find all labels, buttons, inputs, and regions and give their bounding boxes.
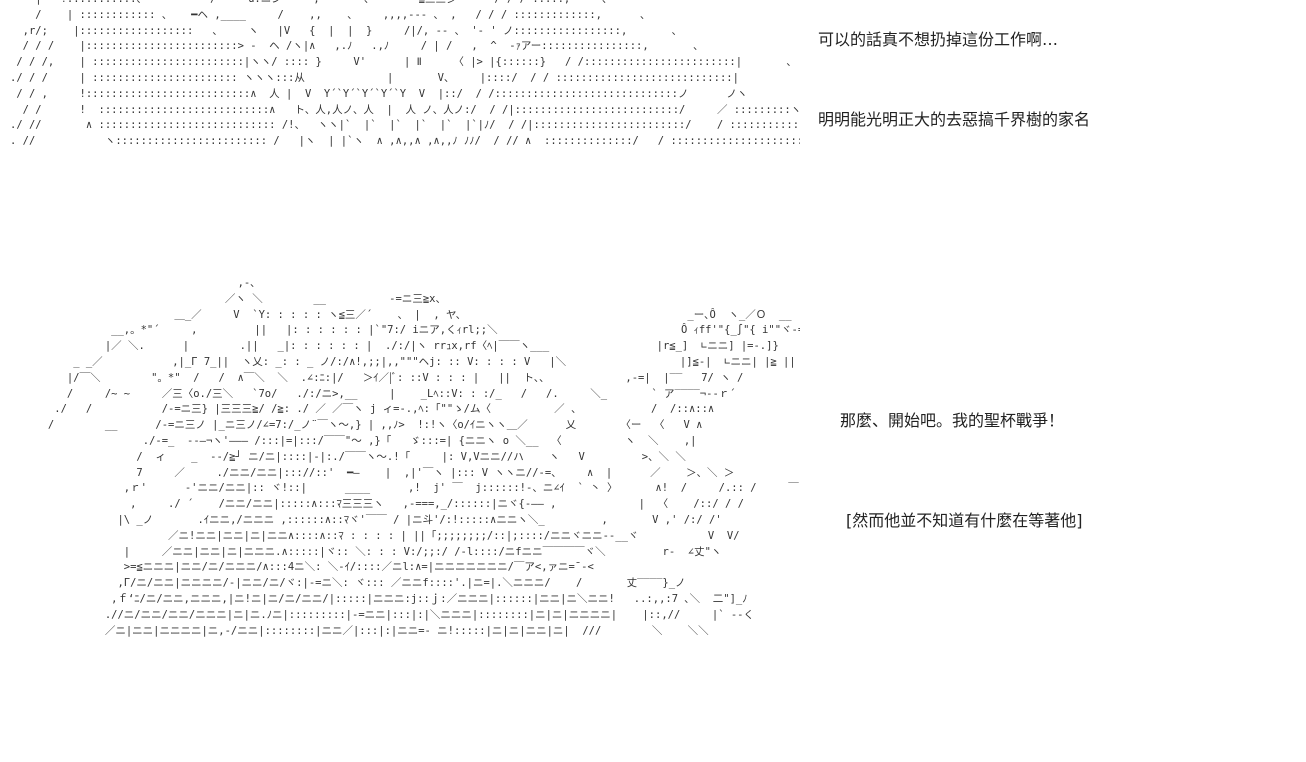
ascii-art-top: | !:::::::::::、 ’ /"´ u:ニン"´" , 、 "≦三三彡 … [10, 0, 800, 148]
caption-line-2: 明明能光明正大的去惡搞千界樹的家名 [818, 110, 1091, 129]
ascii-art-bottom: ,-､ ／ヽ ＼ __ -=ニ三≧x、 ＿_／ V `Y: : : : : ヽ≦… [47, 277, 800, 637]
caption-line-4: [然而他並不知道有什麼在等著他] [846, 511, 1083, 530]
caption-line-1: 可以的話真不想扔掉這份工作啊… [818, 30, 1059, 49]
caption-line-3: 那麼、開始吧。我的聖杯戰爭！ [840, 411, 1065, 430]
